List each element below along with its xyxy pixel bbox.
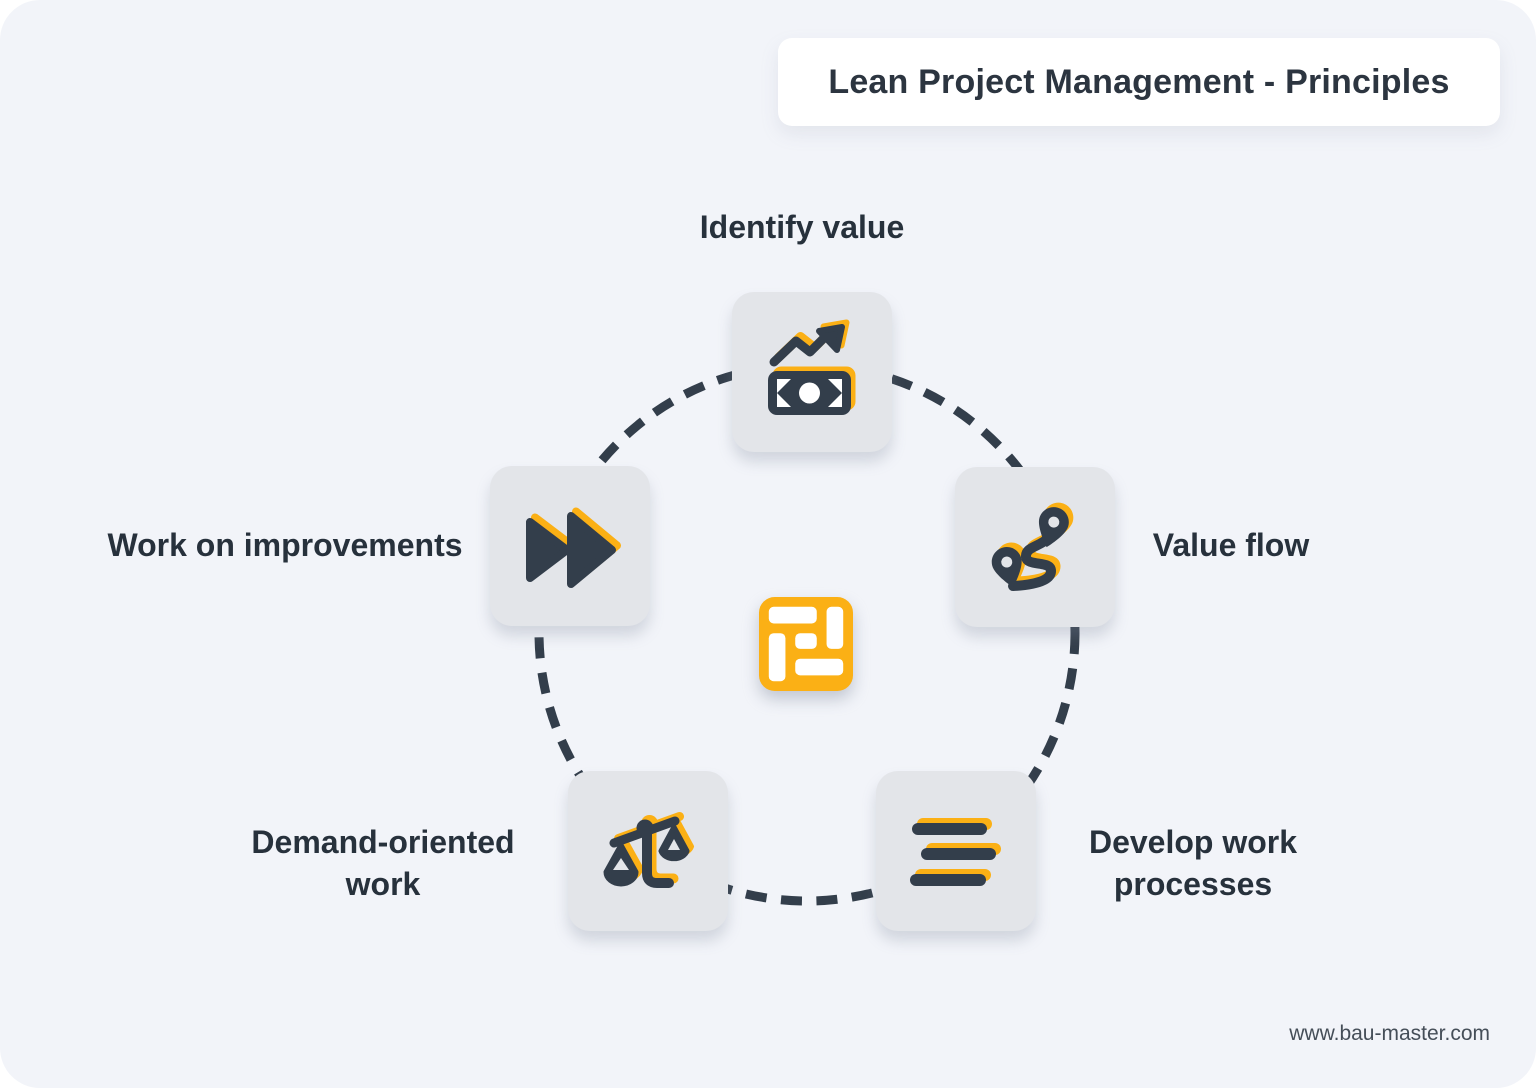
- fast-forward-icon: [522, 498, 618, 594]
- list-lines-icon: [908, 803, 1004, 899]
- money-growth-icon: [764, 324, 860, 420]
- principle-label-develop-work-processes: Develop work processes: [1088, 824, 1298, 903]
- principle-card-work-on-improvements: [490, 466, 650, 626]
- principle-label-demand-oriented-work: Demand-oriented work: [251, 824, 515, 903]
- scales-icon: [600, 803, 696, 899]
- principle-label-value-flow: Value flow: [1152, 527, 1310, 563]
- footer-url: www.bau-master.com: [1289, 1022, 1490, 1045]
- principle-label-identify-value: Identify value: [699, 209, 905, 245]
- title-card: Lean Project Management - Principles: [778, 38, 1500, 126]
- page-title: Lean Project Management - Principles: [828, 62, 1450, 101]
- principle-label-work-on-improvements: Work on improvements: [107, 527, 463, 563]
- principle-card-develop-work-processes: [876, 771, 1036, 931]
- kanban-board-icon: [759, 597, 853, 691]
- principle-card-value-flow: [955, 467, 1115, 627]
- principle-card-identify-value: [732, 292, 892, 452]
- route-icon: [987, 499, 1083, 595]
- principle-card-demand-oriented-work: [568, 771, 728, 931]
